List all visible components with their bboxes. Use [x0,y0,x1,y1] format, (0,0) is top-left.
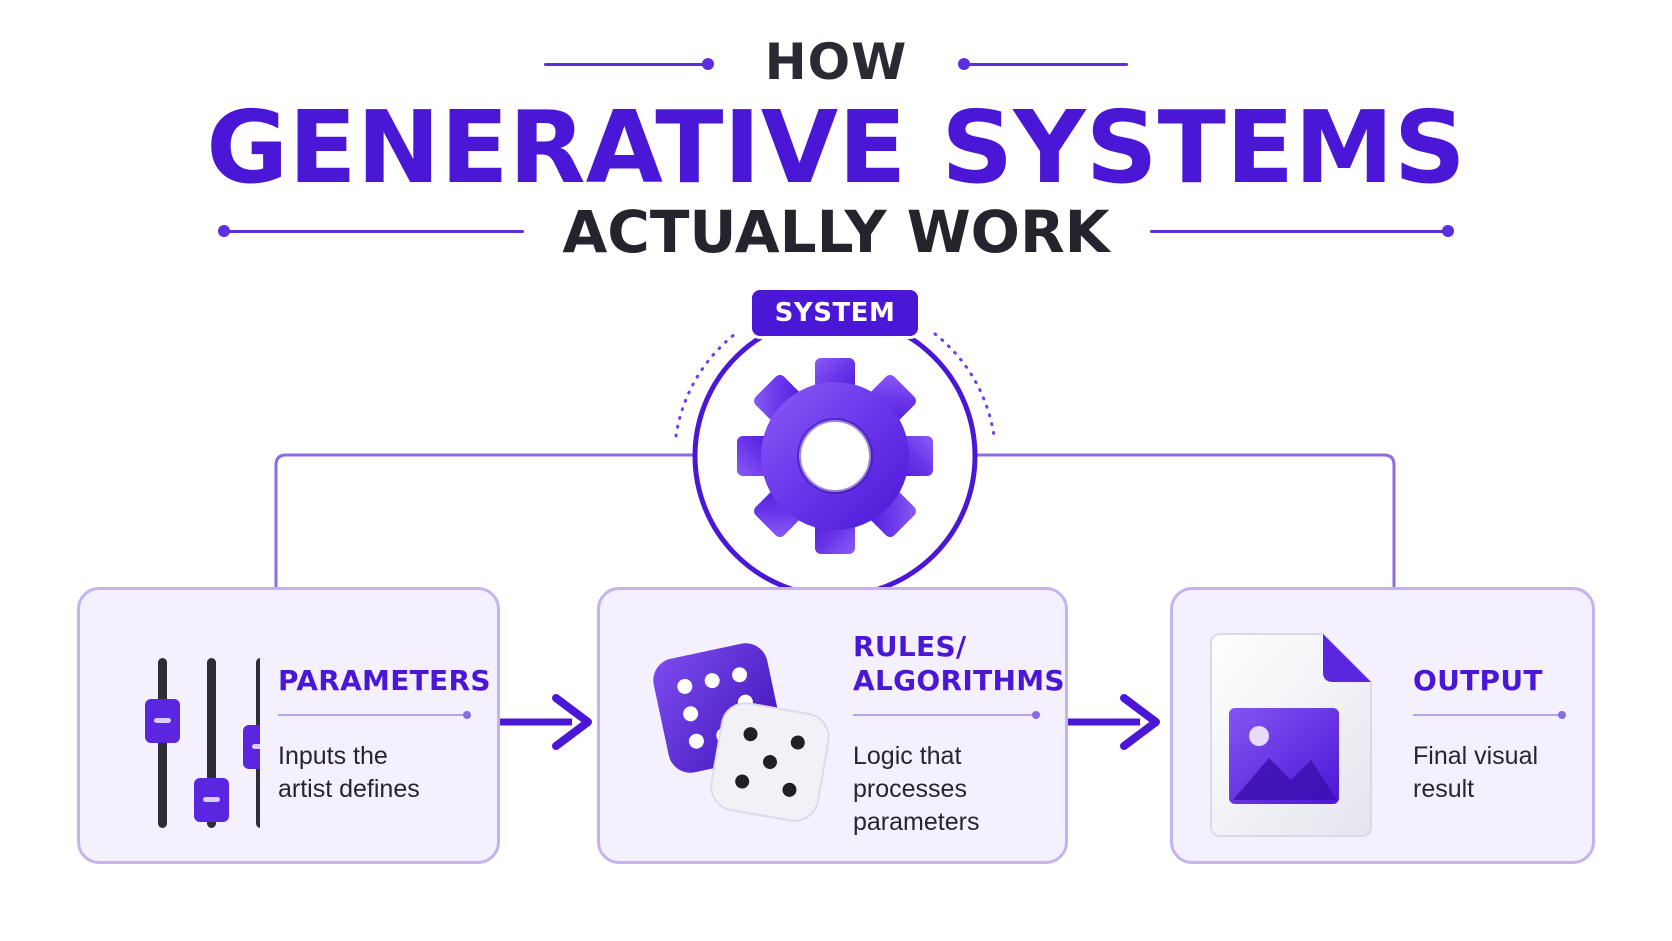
title-rule-dot [1442,225,1454,237]
image-file-icon [1210,633,1372,837]
arrow-parameters-to-rules [500,694,592,750]
step-divider-dot [1558,711,1566,719]
arrow-rules-to-output [1068,694,1160,750]
title-rule-dot [218,225,230,237]
title-rule-dot [958,58,970,70]
step-divider [853,714,1035,716]
step-divider [1413,714,1561,716]
step-title: PARAMETERS [278,664,491,697]
step-description: Logic that processes parameters [853,742,980,836]
step-description: Inputs the artist defines [278,742,420,803]
step-divider-dot [1032,711,1040,719]
title-line-3: ACTUALLY WORK [562,198,1110,266]
title-rule-right-bottom [1150,230,1448,233]
title-rule-dot [702,58,714,70]
step-title: RULES/ ALGORITHMS [853,630,1065,697]
page-title: GENERATIVE SYSTEMS [206,89,1466,206]
sliders-icon [145,658,260,828]
system-dotted-arc-right [933,332,996,438]
step-divider-dot [463,711,471,719]
gear-icon [737,358,933,554]
title-rule-right-top [966,63,1128,66]
system-dotted-arc-left [674,332,737,438]
step-card-parameters: PARAMETERS Inputs the artist defines [77,587,500,864]
connector-system-to-parameters [274,453,694,587]
step-card-rules-algorithms: RULES/ ALGORITHMS Logic that processes p… [597,587,1068,864]
title-line-1: HOW [764,33,908,91]
title-rule-left-top [544,63,706,66]
title-rule-left-bottom [224,230,524,233]
step-divider [278,714,466,716]
step-title: OUTPUT [1413,664,1543,697]
dice-icon [653,643,830,822]
connector-system-to-output [976,453,1396,587]
step-description: Final visual result [1413,742,1539,803]
step-card-output: OUTPUT Final visual result [1170,587,1595,864]
system-badge: SYSTEM [752,290,918,336]
